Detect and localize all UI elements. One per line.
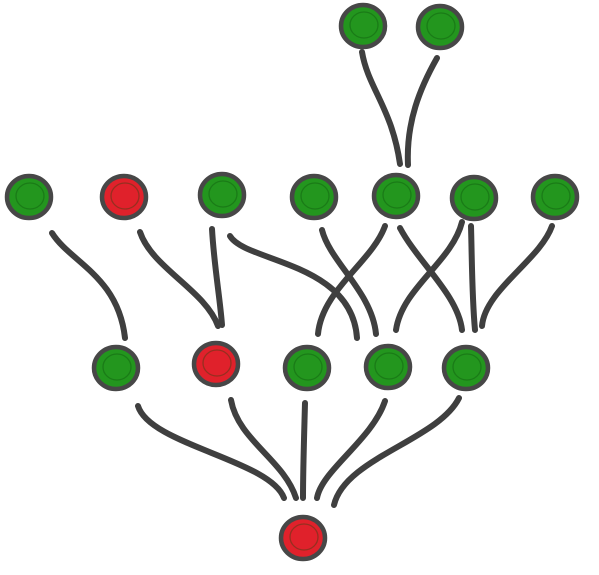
node-circle: [289, 173, 339, 221]
node-texture: [208, 180, 238, 208]
edge-top-b-to-mid-5: [404, 55, 440, 168]
edge-mid-3-to-low-4: [227, 233, 360, 341]
node-circle: [449, 174, 499, 222]
node-mid-3-green: [197, 171, 247, 219]
edge-low-3-to-root: [300, 400, 308, 501]
node-top-a-green: [338, 2, 388, 50]
edge-low-2-to-root: [228, 397, 299, 501]
node-texture: [289, 523, 319, 551]
node-texture: [460, 183, 490, 211]
node-circle: [363, 343, 413, 391]
edge-low-1-to-root: [135, 403, 287, 501]
edge-low-5-to-root: [331, 395, 462, 508]
node-circle: [441, 344, 491, 392]
edge-mid-1-to-low-1: [49, 230, 128, 341]
node-circle: [4, 173, 54, 221]
node-low-4-green: [363, 343, 413, 391]
node-low-3-green: [282, 344, 332, 392]
node-low-2-red: [191, 340, 241, 388]
node-circle: [278, 514, 328, 562]
node-circle: [191, 340, 241, 388]
node-circle: [415, 3, 465, 51]
node-texture: [374, 352, 404, 380]
nodes-layer: [4, 2, 580, 562]
node-circle: [371, 172, 421, 220]
node-circle: [91, 344, 141, 392]
edge-mid-6-to-low-5: [468, 223, 478, 333]
node-texture: [15, 182, 45, 210]
node-circle: [530, 173, 580, 221]
node-texture: [202, 349, 232, 377]
node-circle: [197, 171, 247, 219]
node-texture: [102, 353, 132, 381]
node-mid-4-green: [289, 173, 339, 221]
node-circle: [282, 344, 332, 392]
edge-mid-3-to-low-2: [209, 226, 225, 328]
node-texture: [426, 12, 456, 40]
node-texture: [452, 353, 482, 381]
edges-layer: [49, 49, 555, 508]
edge-mid-6-to-low-4: [393, 219, 465, 333]
node-texture: [382, 181, 412, 209]
edge-mid-4-to-low-4: [319, 227, 379, 337]
edge-mid-5-to-low-5: [397, 225, 465, 333]
node-root-red: [278, 514, 328, 562]
node-texture: [300, 182, 330, 210]
edge-low-4-to-root: [314, 398, 388, 501]
node-mid-2-red: [99, 173, 149, 221]
node-circle: [338, 2, 388, 50]
node-circle: [99, 173, 149, 221]
edge-mid-7-to-low-5: [479, 223, 555, 329]
node-mid-6-green: [449, 174, 499, 222]
node-mid-5-green: [371, 172, 421, 220]
edge-top-a-to-mid-5: [359, 49, 403, 167]
node-texture: [541, 182, 571, 210]
node-texture: [349, 11, 379, 39]
node-texture: [293, 353, 323, 381]
edge-mid-2-to-low-2: [137, 229, 221, 329]
node-texture: [110, 182, 140, 210]
node-top-b-green: [415, 3, 465, 51]
node-low-1-green: [91, 344, 141, 392]
node-mid-7-green: [530, 173, 580, 221]
node-mid-1-green: [4, 173, 54, 221]
edge-mid-5-to-low-3: [315, 223, 388, 337]
node-low-5-green: [441, 344, 491, 392]
